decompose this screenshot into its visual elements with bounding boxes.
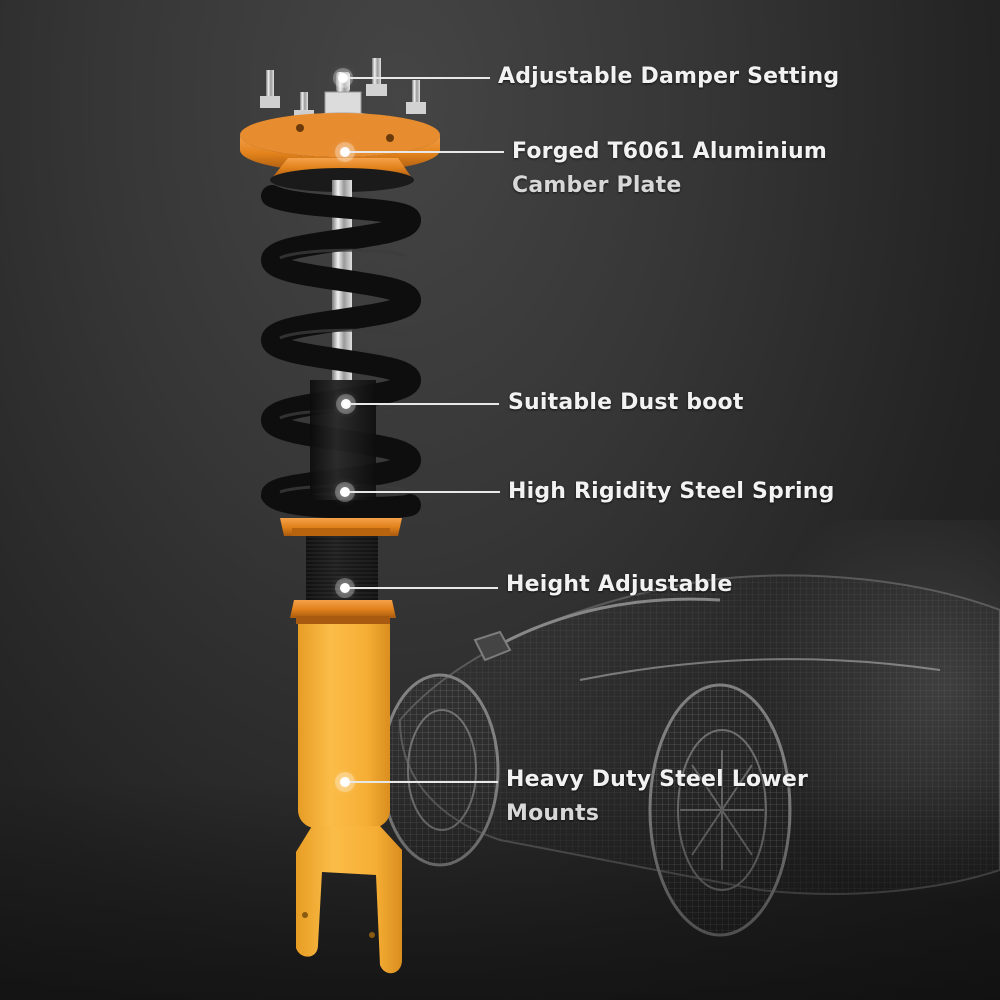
callout-text: Suitable Dust boot — [508, 390, 744, 415]
mounting-studs — [260, 58, 426, 122]
callout-leader-line — [350, 491, 500, 493]
callout-label: Adjustable Damper Setting — [498, 60, 839, 94]
callout-label: Suitable Dust boot — [508, 386, 744, 420]
floor-shadow — [0, 780, 1000, 1000]
callout-leader-line — [350, 781, 498, 783]
callout-marker-dot — [341, 399, 351, 409]
callout-text: Heavy Duty Steel Lower — [506, 767, 808, 792]
callout-label: Height Adjustable — [506, 568, 733, 602]
callout-text: Adjustable Damper Setting — [498, 64, 840, 89]
callout-text: Forged T6061 Aluminium — [512, 139, 827, 164]
callout-marker-dot — [340, 583, 350, 593]
callout-text-line2: Camber Plate — [512, 173, 682, 198]
callout-text: High Rigidity Steel Spring — [508, 479, 835, 504]
callout-text-line2: Mounts — [506, 801, 600, 826]
callout-text: Height Adjustable — [506, 572, 733, 597]
callout-leader-line — [350, 151, 504, 153]
callout-label: High Rigidity Steel Spring — [508, 475, 835, 509]
callout-label: Forged T6061 Aluminium Camber Plate — [512, 135, 827, 203]
callout-marker-dot — [338, 73, 348, 83]
callout-marker-dot — [340, 147, 350, 157]
callout-leader-line — [348, 77, 490, 79]
callout-label: Heavy Duty Steel Lower Mounts — [506, 763, 808, 831]
spring-coils — [260, 185, 421, 519]
callout-leader-line — [351, 403, 499, 405]
callout-marker-dot — [340, 777, 350, 787]
callout-marker-dot — [340, 487, 350, 497]
callout-leader-line — [350, 587, 498, 589]
